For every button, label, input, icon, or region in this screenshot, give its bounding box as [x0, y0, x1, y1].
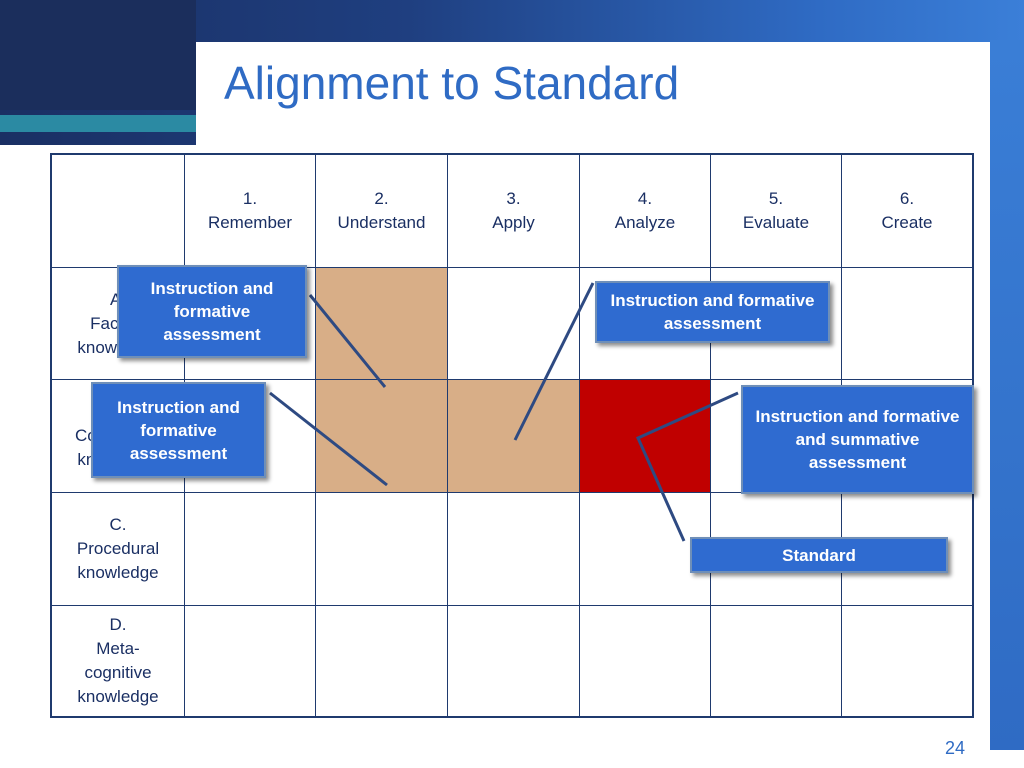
- row-label-line: cognitive: [84, 663, 152, 682]
- cell-a5: [711, 268, 842, 380]
- right-side-strip: [990, 40, 1024, 750]
- cell-d2: [316, 606, 448, 716]
- connector-line: [636, 391, 739, 542]
- row-label-line: Procedural: [76, 539, 160, 558]
- row-header-metacognitive: D. Meta- cognitive knowledge: [52, 606, 185, 716]
- cell-c1: [185, 493, 316, 606]
- header-dark-block: [0, 0, 196, 110]
- row-label-line: Meta-: [96, 639, 140, 658]
- callout-text: Instruction and formative assessment: [610, 291, 815, 333]
- cell-c3: [448, 493, 580, 606]
- row-label-line: knowledge: [77, 563, 159, 582]
- cell-d3: [448, 606, 580, 716]
- cell-d5: [711, 606, 842, 716]
- cell-a3: [448, 268, 580, 380]
- column-name: Evaluate: [742, 213, 810, 232]
- column-number: 2.: [374, 189, 389, 208]
- column-number: 5.: [768, 189, 784, 208]
- taxonomy-table: 1. Remember 2. Understand 3. Apply 4. An…: [50, 153, 974, 718]
- callout-text: Instruction and formative and summative …: [755, 407, 960, 472]
- cell-d4: [580, 606, 711, 716]
- callout-text: Instruction and formative assessment: [117, 397, 240, 463]
- header-accent-bar: [0, 115, 196, 132]
- connector-line: [308, 294, 387, 388]
- column-header-create: 6. Create: [842, 155, 972, 268]
- row-label-line: knowledge: [77, 687, 159, 706]
- row-header-procedural: C. Procedural knowledge: [52, 493, 185, 606]
- cell-b1: [185, 380, 316, 493]
- cell-a2: [316, 268, 448, 380]
- cell-a1: [185, 268, 316, 380]
- column-name: Create: [881, 213, 933, 232]
- slide-number: 24: [944, 738, 965, 758]
- title-area: [196, 42, 990, 148]
- column-name: Understand: [337, 213, 426, 232]
- column-name: Analyze: [614, 213, 676, 232]
- cell-c2: [316, 493, 448, 606]
- row-letter: C.: [109, 515, 127, 534]
- cell-d1: [185, 606, 316, 716]
- slide-title: Alignment to Standard: [224, 57, 680, 109]
- cell-b4-standard: [580, 380, 711, 493]
- column-header-evaluate: 5. Evaluate: [711, 155, 842, 268]
- column-number: 4.: [637, 189, 653, 208]
- column-name: Remember: [207, 213, 293, 232]
- callout-standard: Standard: [690, 537, 948, 573]
- column-header-analyze: 4. Analyze: [580, 155, 711, 268]
- column-header-understand: 2. Understand: [316, 155, 448, 268]
- column-header-apply: 3. Apply: [448, 155, 580, 268]
- connector-line: [513, 282, 595, 441]
- column-header-remember: 1. Remember: [185, 155, 316, 268]
- callout-instruction-formative-mid-left: Instruction and formative assessment: [91, 382, 266, 478]
- column-name: Apply: [492, 213, 535, 232]
- cell-a6: [842, 268, 972, 380]
- column-number: 6.: [899, 189, 915, 208]
- connector-line: [269, 391, 388, 487]
- row-letter: D.: [109, 615, 127, 634]
- cell-b2: [316, 380, 448, 493]
- cell-b3: [448, 380, 580, 493]
- column-number: 3.: [506, 189, 521, 208]
- callout-instruction-formative-top-right: Instruction and formative assessment: [595, 281, 830, 343]
- callout-instruction-formative-summative: Instruction and formative and summative …: [741, 385, 974, 494]
- column-number: 1.: [242, 189, 258, 208]
- cell-c6: [842, 493, 972, 606]
- callout-instruction-formative-top-left: Instruction and formative assessment: [117, 265, 307, 358]
- callout-text: Standard: [782, 545, 856, 565]
- callout-text: Instruction and formative assessment: [150, 279, 274, 344]
